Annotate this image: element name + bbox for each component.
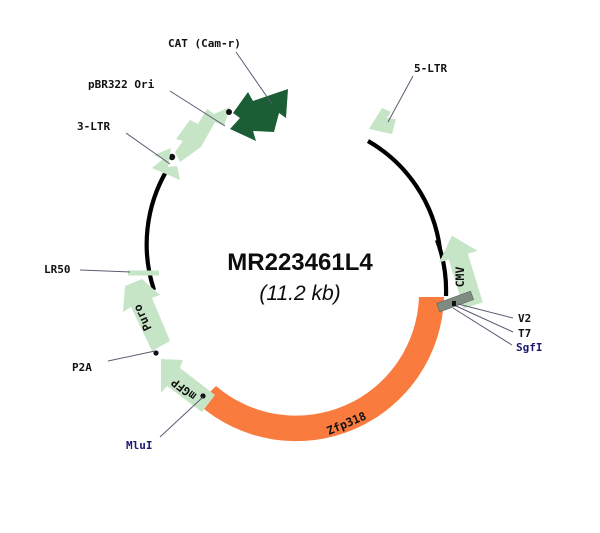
leader-lines bbox=[79, 51, 514, 438]
label-lr50: LR50 bbox=[44, 263, 71, 276]
plasmid-backbone bbox=[144, 139, 449, 297]
feature-cmv[interactable]: CMV bbox=[433, 230, 493, 312]
pbr322-arrow-body[interactable] bbox=[175, 107, 230, 162]
label-p2a: P2A bbox=[72, 361, 92, 374]
feature-5ltr[interactable] bbox=[369, 100, 398, 134]
cat-arrow-body[interactable] bbox=[230, 89, 288, 141]
grey-box-cut-marker bbox=[452, 301, 456, 306]
mgfp-end-marker bbox=[200, 393, 206, 399]
label-cat: CAT (Cam-r) bbox=[168, 37, 241, 50]
feature-pbr322-ori[interactable] bbox=[168, 107, 232, 162]
backbone-arc-top-right bbox=[366, 139, 443, 250]
feature-puro[interactable]: Puro bbox=[123, 279, 170, 351]
feature-mgfp[interactable]: mGFP bbox=[161, 359, 215, 412]
feature-grey-box[interactable] bbox=[436, 290, 475, 313]
leader-cat bbox=[235, 51, 273, 105]
backbone-arc-left bbox=[144, 168, 169, 291]
5ltr-arrow-body[interactable] bbox=[369, 100, 398, 134]
label-3ltr: 3-LTR bbox=[77, 120, 110, 133]
plasmid-name: MR223461L4 bbox=[227, 249, 373, 276]
leader-sgfi bbox=[452, 307, 513, 346]
feature-zfp318[interactable]: Zfp318 bbox=[198, 297, 444, 442]
leader-5ltr bbox=[387, 75, 414, 123]
p2a-marker[interactable] bbox=[153, 350, 159, 356]
pbr322-start-marker bbox=[168, 153, 176, 161]
label-sgfi: SgfI bbox=[516, 341, 543, 354]
cmv-arrow-body[interactable] bbox=[433, 230, 493, 312]
leader-3ltr bbox=[125, 132, 171, 165]
label-pbr322: pBR322 Ori bbox=[88, 78, 155, 91]
backbone-arc-right bbox=[435, 239, 449, 297]
label-5ltr: 5-LTR bbox=[414, 62, 447, 75]
leader-lr50 bbox=[79, 269, 131, 273]
plasmid-size: (11.2 kb) bbox=[259, 282, 340, 305]
leader-t7 bbox=[455, 305, 514, 333]
label-mlui: MluI bbox=[126, 439, 153, 452]
cmv-inner-label: CMV bbox=[453, 267, 467, 288]
label-t7: T7 bbox=[518, 327, 531, 340]
zfp318-arc-body[interactable] bbox=[198, 297, 444, 442]
feature-p2a[interactable] bbox=[153, 350, 159, 356]
leader-p2a bbox=[107, 350, 156, 362]
puro-arrow-body[interactable] bbox=[123, 279, 170, 351]
label-v2: V2 bbox=[518, 312, 531, 325]
leader-mlui bbox=[159, 396, 204, 438]
leader-pbr322 bbox=[169, 90, 226, 127]
leader-v2 bbox=[457, 303, 514, 319]
feature-cat[interactable] bbox=[230, 89, 288, 141]
pbr322-end-marker bbox=[226, 109, 232, 115]
